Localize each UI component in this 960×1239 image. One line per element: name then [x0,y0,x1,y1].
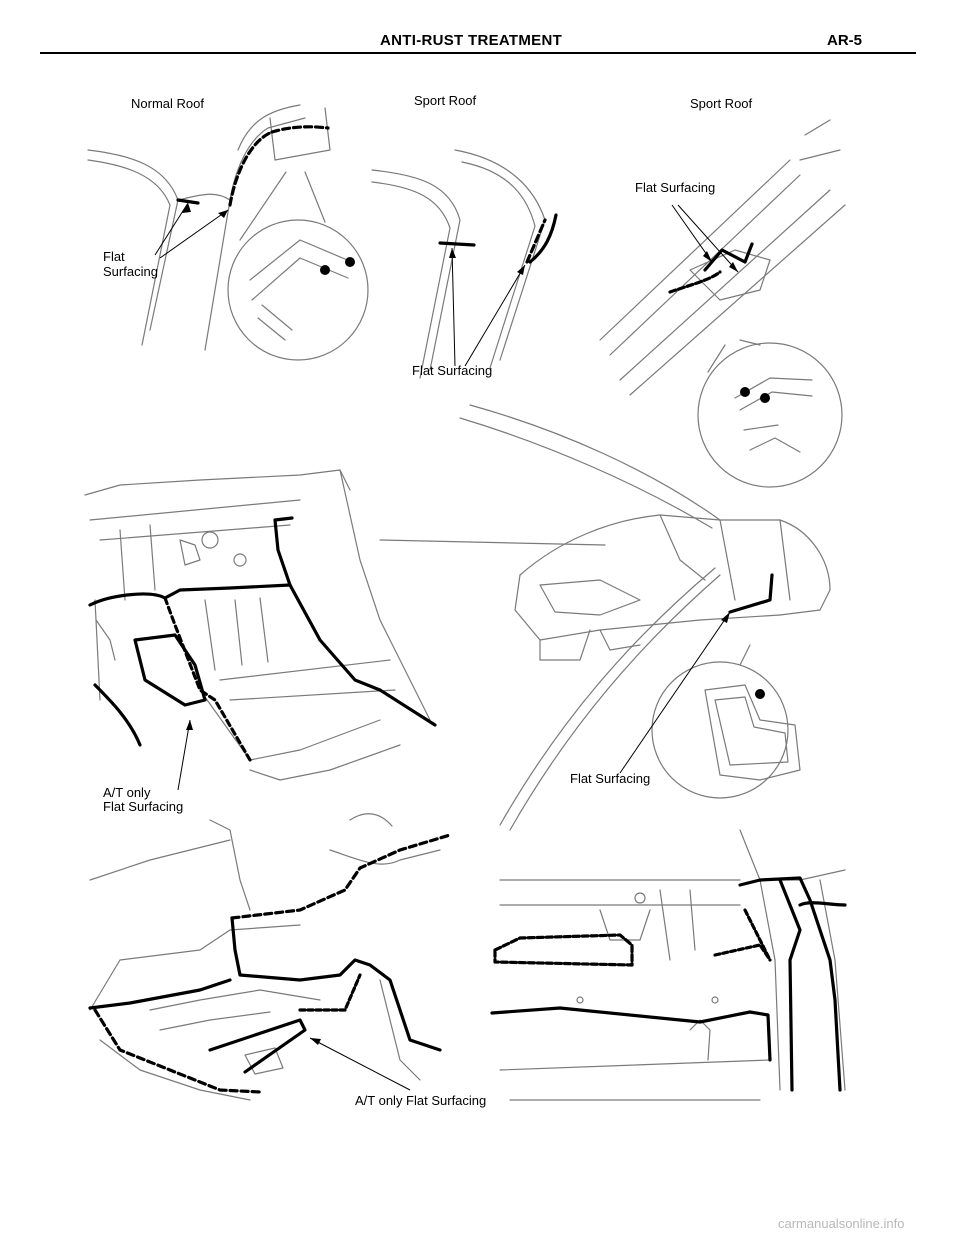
label-at-only-line2: Flat Surfacing [103,799,184,814]
rear-floor-drawing [84,469,431,781]
header-rule [40,52,916,54]
label-flat-surfacing-top-left-line1: Flat [103,249,125,264]
label-flat-surfacing-sport-roof-right: Flat Surfacing [635,180,716,195]
normal-roof-drawing [87,104,369,361]
label-at-only-flat-surfacing-bottom: A/T only Flat Surfacing [355,1093,487,1108]
car-body-drawing [514,514,831,799]
label-flat-surfacing-sport-roof-middle: Flat Surfacing [412,363,493,378]
trunk-left-drawing [89,813,441,1101]
label-normal-roof: Normal Roof [131,96,204,111]
leader-line-upper [469,404,721,521]
sport-roof-drawing [371,149,546,379]
page-code: AR-5 [827,32,863,49]
label-at-only-line1: A/T only [103,785,151,800]
sport-roof-detail-drawing [599,119,846,488]
page-title: ANTI-RUST TREATMENT [380,32,563,49]
label-sport-roof-right: Sport Roof [690,96,753,111]
trunk-right-drawing [499,829,846,1101]
leader-line-lower [499,567,716,826]
watermark: carmanualsonline.info [778,1216,905,1231]
label-flat-surfacing-body: Flat Surfacing [570,771,651,786]
label-flat-surfacing-top-left-line2: Surfacing [103,264,158,279]
label-sport-roof-middle: Sport Roof [414,93,477,108]
